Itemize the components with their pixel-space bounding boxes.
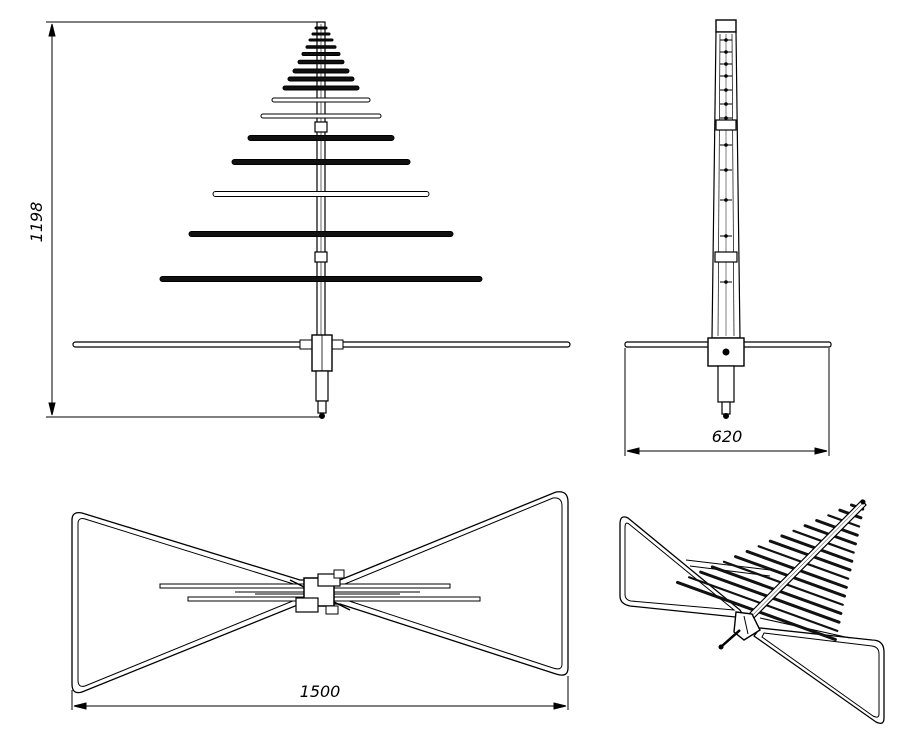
iso-right-frame xyxy=(753,627,885,724)
top-view: 1500 xyxy=(71,491,569,710)
iso-elements xyxy=(676,503,865,642)
front-element xyxy=(314,26,328,30)
front-view: 1198 xyxy=(27,21,571,419)
iso-left-frame xyxy=(619,516,747,619)
front-elements xyxy=(159,26,483,282)
depth-dimension xyxy=(624,348,830,456)
side-stub-dot xyxy=(724,102,728,106)
side-stub-dot xyxy=(724,168,728,172)
front-element xyxy=(159,276,483,282)
bowtie-frame xyxy=(71,491,569,694)
front-element xyxy=(260,113,382,119)
side-stub-dot xyxy=(724,38,728,42)
front-element xyxy=(287,76,355,82)
front-element xyxy=(305,45,337,49)
side-stub-dot xyxy=(724,50,728,54)
side-stub-dot xyxy=(724,143,728,147)
front-element xyxy=(271,97,371,103)
depth-label: 620 xyxy=(712,427,743,446)
height-label: 1198 xyxy=(27,202,46,243)
iso-hub xyxy=(733,611,761,641)
side-stub-dot xyxy=(724,234,728,238)
front-element xyxy=(297,59,345,65)
side-stub-dot xyxy=(724,198,728,202)
side-stub-dot xyxy=(724,88,728,92)
front-element xyxy=(212,191,430,197)
isometric-view xyxy=(619,499,885,724)
front-element xyxy=(301,52,341,56)
front-element xyxy=(282,85,360,91)
side-stub-dot xyxy=(724,74,728,78)
width-label: 1500 xyxy=(300,682,341,701)
front-element xyxy=(188,231,454,237)
front-element xyxy=(231,159,411,165)
width-dimension xyxy=(71,676,569,710)
front-element xyxy=(308,38,334,42)
height-dimension xyxy=(46,21,322,418)
front-connector xyxy=(315,370,329,402)
front-element xyxy=(247,135,395,141)
front-element xyxy=(292,68,350,74)
side-stub-dot xyxy=(724,280,728,284)
side-stub-dot xyxy=(724,62,728,66)
side-stub-dot xyxy=(724,116,728,120)
side-element-stubs xyxy=(720,38,732,284)
side-view: 620 xyxy=(624,19,832,456)
front-element xyxy=(311,32,331,36)
